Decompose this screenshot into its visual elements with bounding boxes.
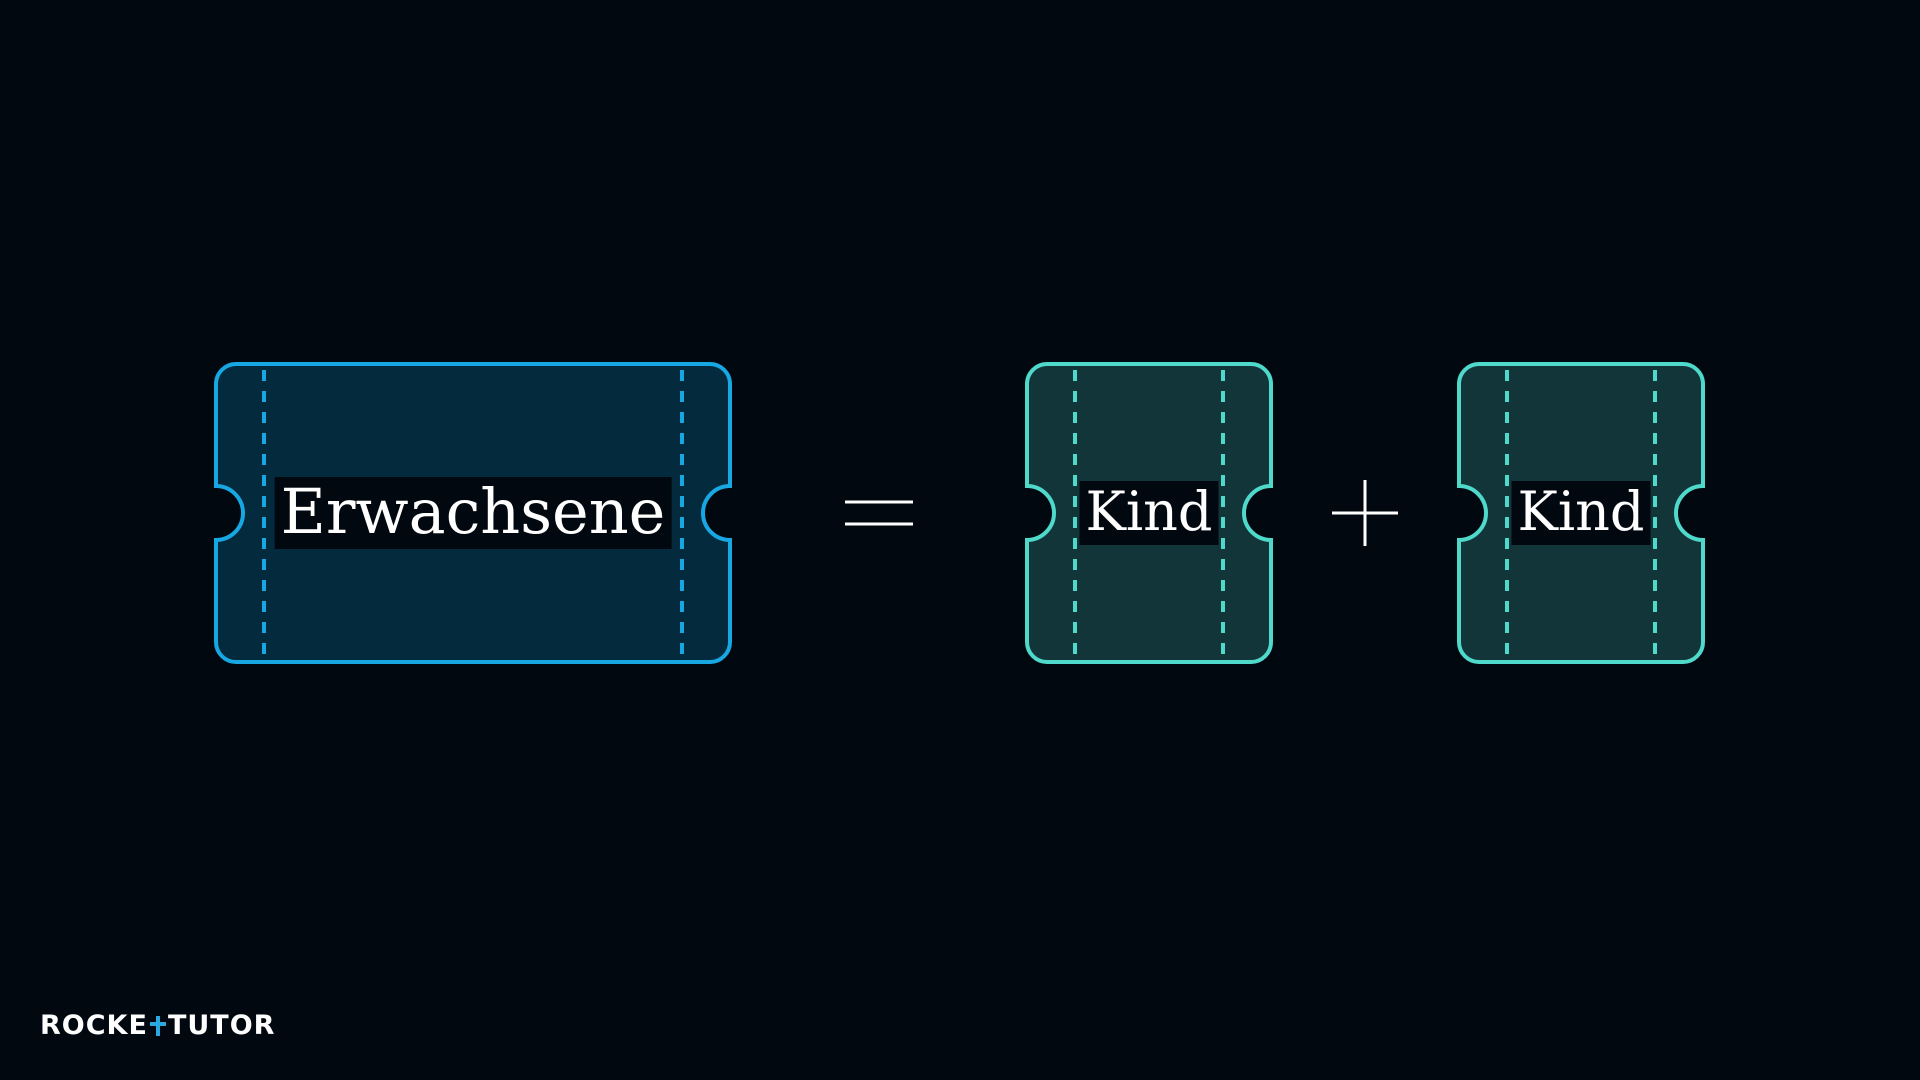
rockettutor-logo: ROCKE TUTOR [40,1010,275,1041]
plus-sign [1332,480,1398,546]
child-ticket-2: Kind [1457,362,1705,664]
logo-text-right: TUTOR [167,1010,276,1041]
child-ticket-label: Kind [1079,481,1219,545]
child-ticket-1: Kind [1025,362,1273,664]
adult-ticket-label: Erwachsene [274,477,672,549]
adult-ticket: Erwachsene [214,362,732,664]
child-ticket-label: Kind [1511,481,1651,545]
logo-text-left: ROCKE [40,1010,148,1041]
equals-sign [845,500,913,526]
logo-plus-icon [149,1015,166,1036]
